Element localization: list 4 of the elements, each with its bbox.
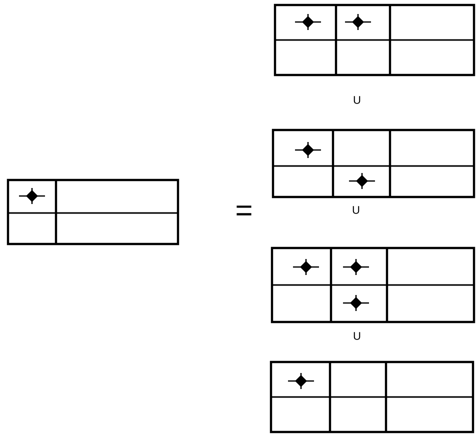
symbol-label: U bbox=[354, 96, 360, 104]
symbol-label: U bbox=[352, 206, 360, 214]
symbol-label: = bbox=[236, 206, 252, 216]
symbol-label: U bbox=[354, 332, 360, 340]
